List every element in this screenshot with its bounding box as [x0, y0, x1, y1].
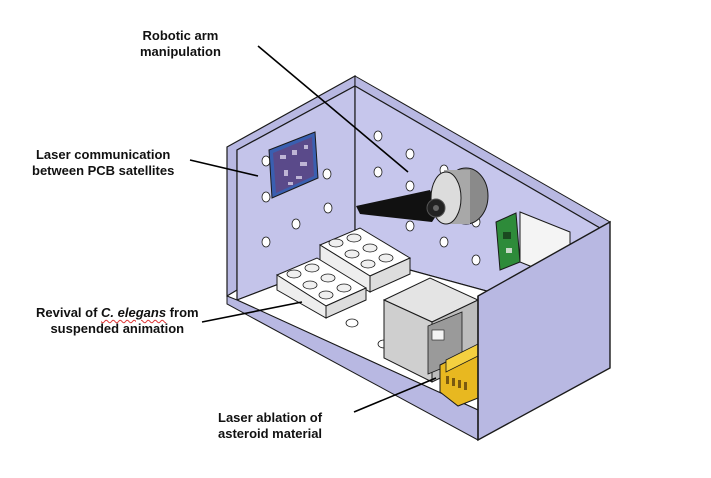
label-revival: Revival of C. elegans from suspended ani…: [36, 305, 199, 337]
well-plate-back: [318, 227, 412, 293]
hole: [261, 155, 271, 167]
pcb-green: [495, 212, 521, 271]
hole: [323, 202, 333, 214]
hole: [471, 254, 481, 266]
label-laser-comm-line1: Laser communication: [35, 147, 171, 162]
hole: [322, 168, 332, 180]
callout-robotic-arm: [257, 45, 409, 173]
callout-laser-comm: [189, 159, 259, 177]
label-revival-prefix: Revival of: [36, 305, 102, 320]
well-plate-front: [275, 257, 368, 319]
callout-lines: [189, 45, 437, 413]
hole: [291, 218, 301, 230]
label-revival-suffix: from: [166, 305, 199, 320]
label-robotic-arm-line1: Robotic arm: [142, 28, 219, 43]
hole: [405, 180, 415, 192]
label-laser-ablation-line2: asteroid material: [218, 426, 323, 441]
floor-hole: [345, 318, 359, 328]
laser-module: [439, 343, 479, 407]
label-revival-line2: suspended animation: [50, 321, 185, 336]
hole: [261, 236, 271, 248]
label-robotic-arm-line2: manipulation: [140, 44, 221, 59]
label-revival-line1: Revival of C. elegans from: [36, 305, 199, 321]
label-laser-comm-line2: between PCB satellites: [32, 163, 175, 178]
label-laser-ablation-line1: Laser ablation of: [218, 410, 323, 425]
hole: [405, 148, 415, 160]
robotic-arm: [356, 167, 489, 225]
left-wall-holes: [261, 155, 333, 248]
hole: [405, 220, 415, 232]
label-laser-communication: Laser communication between PCB satellit…: [32, 147, 174, 179]
label-robotic-arm: Robotic arm manipulation: [140, 28, 221, 60]
hole: [439, 236, 449, 248]
label-laser-ablation: Laser ablation of asteroid material: [218, 410, 322, 442]
hole: [373, 130, 383, 142]
hole: [373, 166, 383, 178]
callout-ablation: [353, 377, 437, 413]
arm-blade: [356, 190, 440, 222]
hole: [261, 191, 271, 203]
callout-revival: [201, 301, 303, 323]
label-revival-species: C. elegans: [101, 305, 167, 320]
pcb-satellite: [268, 131, 319, 199]
